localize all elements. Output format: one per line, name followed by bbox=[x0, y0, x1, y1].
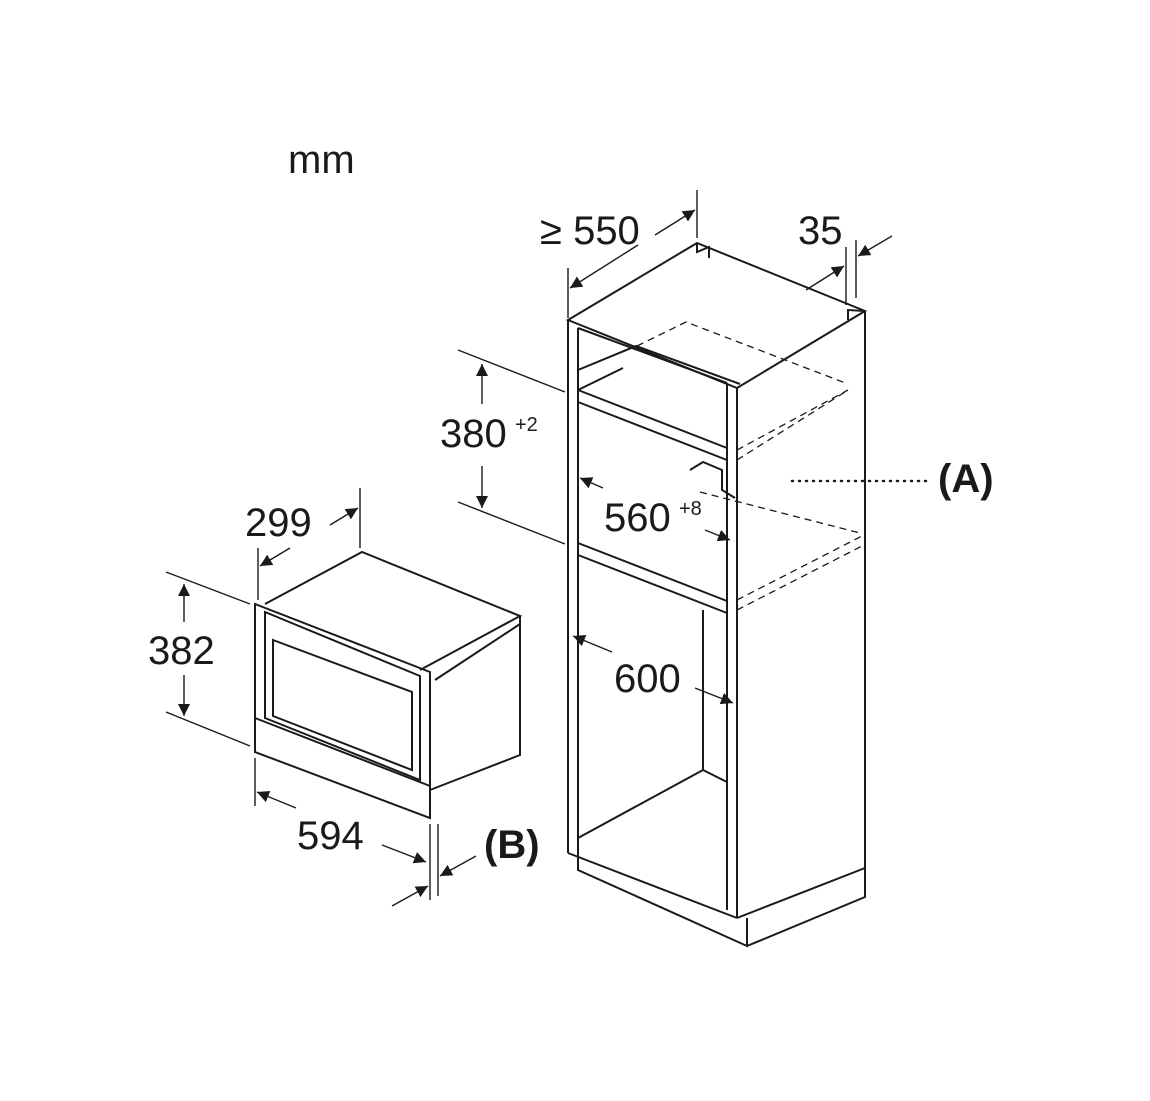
dimension-cabinet-depth: ≥ 550 bbox=[540, 190, 698, 318]
hidden-line-upper bbox=[636, 321, 849, 461]
niche-width-label: 560 bbox=[604, 496, 671, 540]
appliance-inner-window bbox=[272, 638, 413, 772]
appliance-control-strip bbox=[254, 717, 431, 787]
gap-arrow-left bbox=[805, 265, 845, 291]
cabinet-width-arrow-left bbox=[572, 635, 613, 653]
app-width-arrow-left bbox=[256, 791, 297, 809]
hidden-line-lower bbox=[699, 491, 863, 611]
appliance-depth-label: 299 bbox=[245, 501, 312, 545]
appliance bbox=[254, 550, 523, 820]
appliance-height-label: 382 bbox=[148, 629, 215, 673]
dimension-appliance-depth: 299 bbox=[245, 488, 361, 600]
gap-arrow-right bbox=[857, 235, 893, 257]
cabinet-top-notch bbox=[696, 243, 710, 258]
app-height-extension-top bbox=[165, 571, 251, 605]
middle-shelf-front bbox=[577, 542, 728, 602]
hidden-line-upper-2 bbox=[736, 389, 849, 451]
app-depth-arrow-right bbox=[329, 507, 359, 526]
lower-cavity-floor bbox=[577, 768, 728, 839]
tall-cabinet bbox=[565, 241, 868, 948]
niche-height-label: 380 bbox=[440, 412, 507, 456]
appliance-outer-window bbox=[264, 610, 421, 782]
cabinet-plinth-side bbox=[746, 868, 866, 947]
cabinet-top bbox=[565, 241, 868, 390]
cabinet-front-bottom bbox=[567, 852, 738, 919]
dimension-appliance-width: 594 bbox=[254, 758, 431, 900]
appliance-body-top bbox=[264, 550, 523, 671]
dimension-niche-width: 560 +8 bbox=[579, 477, 731, 542]
depth-arrow-left bbox=[569, 244, 639, 289]
niche-width-arrow-left bbox=[579, 477, 604, 489]
cabinet-width-arrow-right bbox=[694, 687, 734, 705]
appliance-width-label: 594 bbox=[297, 814, 364, 858]
callout-b: (B) bbox=[391, 823, 540, 907]
cabinet-width-label: 600 bbox=[614, 657, 681, 701]
unit-label: mm bbox=[288, 138, 355, 182]
niche-height-extension-top bbox=[457, 349, 566, 393]
callout-a: (A) bbox=[790, 457, 994, 501]
callout-b-arrow-left bbox=[391, 885, 429, 907]
app-height-extension-bottom bbox=[165, 711, 251, 747]
appliance-body-top-rear bbox=[434, 623, 521, 681]
app-depth-arrow-left bbox=[259, 547, 291, 567]
vent-bracket bbox=[689, 460, 736, 499]
dimension-niche-height: 380 +2 bbox=[440, 349, 566, 545]
niche-width-tolerance: +8 bbox=[679, 498, 702, 520]
app-width-arrow-right bbox=[381, 844, 427, 864]
niche-height-extension-bottom bbox=[457, 501, 566, 545]
niche-width-arrow-right bbox=[704, 529, 731, 542]
upper-shelf-bottom bbox=[577, 401, 728, 461]
callout-b-arrow-right bbox=[439, 855, 477, 877]
appliance-front-frame bbox=[254, 602, 431, 820]
callout-a-label: (A) bbox=[938, 457, 994, 501]
niche-height-tolerance: +2 bbox=[515, 414, 538, 436]
callout-b-label: (B) bbox=[484, 823, 540, 867]
cabinet-back-notch bbox=[847, 308, 866, 320]
depth-min-label: ≥ 550 bbox=[540, 209, 640, 253]
cabinet-right-bottom-edge bbox=[736, 867, 866, 919]
upper-shelf-back bbox=[577, 367, 624, 391]
cabinet-top-inner-back bbox=[577, 344, 741, 385]
depth-arrow-right bbox=[654, 209, 696, 236]
middle-shelf-bottom bbox=[577, 554, 728, 614]
appliance-body-side bbox=[429, 616, 521, 791]
dimension-back-gap: 35 bbox=[798, 209, 893, 305]
cabinet-top-front-rim bbox=[577, 327, 728, 384]
dimension-appliance-height: 382 bbox=[148, 571, 251, 747]
dimension-cabinet-width: 600 bbox=[572, 635, 734, 705]
cabinet-plinth bbox=[577, 846, 748, 948]
upper-shelf-front bbox=[577, 389, 728, 449]
back-gap-label: 35 bbox=[798, 209, 843, 253]
